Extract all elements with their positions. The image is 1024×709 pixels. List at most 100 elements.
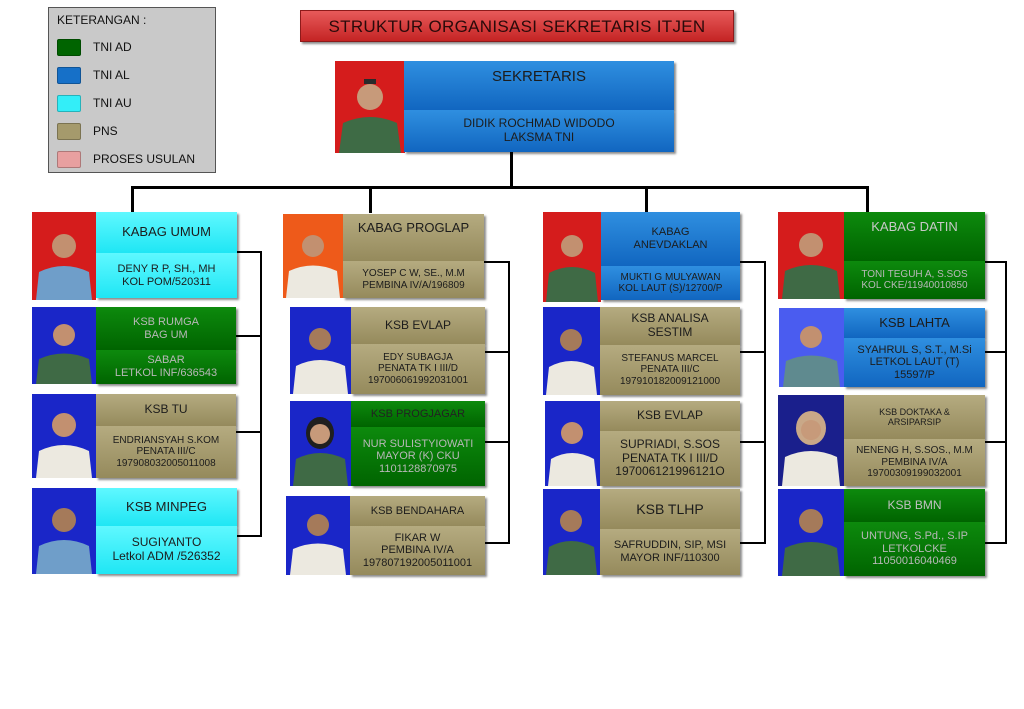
- ksb-evlap-3-nip: 197006121996121O: [615, 464, 725, 479]
- legend-label: TNI AD: [93, 40, 132, 54]
- kabag-anevdaklan-name-box: MUKTI G MULYAWAN KOL LAUT (S)/12700/P: [601, 266, 740, 300]
- ksb-bendahara-title: KSB BENDAHARA: [370, 504, 465, 517]
- ksb-evlap-2-title-box: KSB EVLAP: [351, 307, 485, 344]
- ksb-minpeg-name: SUGIYANTO: [131, 535, 202, 550]
- legend-swatch: [57, 38, 81, 56]
- connector-line: [740, 542, 765, 544]
- person-portrait-icon: [546, 510, 597, 575]
- connector-line: [508, 261, 510, 544]
- ksb-doktaka-nip: 19700309199032001: [867, 468, 962, 480]
- legend-swatch: [57, 66, 81, 84]
- ksb-bmn-rank: LETKOLCKE: [882, 542, 947, 555]
- kabag-proglap-title: KABAG PROGLAP: [357, 220, 470, 235]
- ksb-progjagar-title-box: KSB PROGJAGAR: [351, 401, 485, 427]
- ksb-lahta-nrp: 15597/P: [894, 368, 935, 381]
- connector-line: [764, 261, 766, 544]
- connector-line: [236, 335, 261, 337]
- head-name: DIDIK ROCHMAD WIDODO: [463, 116, 615, 131]
- connector-line: [866, 186, 869, 213]
- connector-line: [237, 251, 262, 253]
- legend-label: TNI AL: [93, 68, 130, 82]
- ksb-tu-photo: [32, 394, 96, 478]
- ksb-progjagar-name-box: NUR SULISTYIOWATI MAYOR (K) CKU 11011288…: [351, 427, 485, 486]
- ksb-tu-nip: 197908032005011008: [116, 457, 216, 469]
- kabag-proglap-name-box: YOSEP C W, SE., M.M PEMBINA IV/A/196809: [343, 261, 484, 298]
- ksb-bmn-photo: [778, 489, 844, 576]
- person-portrait-icon: [339, 79, 401, 153]
- kabag-anevdaklan-title: KABAG ANEVDAKLAN: [633, 226, 708, 251]
- head-rank: LAKSMA TNI: [503, 130, 575, 144]
- ksb-tu-title: KSB TU: [144, 402, 188, 417]
- person-portrait-icon: [293, 328, 348, 394]
- head-photo: [335, 61, 405, 153]
- legend-label: TNI AU: [93, 96, 132, 110]
- connector-line: [1005, 261, 1007, 544]
- ksb-rumga-photo: [32, 307, 96, 384]
- ksb-analisa-nip: 197910182009121000: [619, 375, 721, 387]
- ksb-tu-title-box: KSB TU: [96, 394, 236, 426]
- page-title: STRUKTUR ORGANISASI SEKRETARIS ITJEN: [300, 10, 734, 42]
- connector-line: [740, 261, 766, 263]
- ksb-evlap-2-photo: [290, 307, 351, 394]
- head-title: SEKRETARIS: [492, 68, 586, 85]
- ksb-evlap-3-title-box: KSB EVLAP: [600, 401, 740, 431]
- ksb-tlhp-title-box: KSB TLHP: [600, 489, 740, 529]
- person-portrait-icon: [546, 329, 597, 395]
- ksb-evlap-3-photo: [545, 401, 600, 486]
- legend-item-proses-usulan: PROSES USULAN: [57, 150, 195, 168]
- ksb-bendahara-name: FIKAR W: [394, 531, 441, 544]
- legend-swatch: [57, 94, 81, 112]
- ksb-tlhp-photo: [543, 489, 600, 575]
- kabag-umum-rank: KOL POM/520311: [122, 275, 211, 288]
- connector-line: [485, 441, 509, 443]
- ksb-lahta-title-box: KSB LAHTA: [844, 308, 985, 338]
- person-portrait-icon: [36, 324, 92, 384]
- connector-line: [985, 542, 1007, 544]
- ksb-bmn-name-box: UNTUNG, S.Pd., S.IP LETKOLCKE 1105001604…: [844, 522, 985, 576]
- ksb-lahta-name-box: SYAHRUL S, S.T., M.Si LETKOL LAUT (T) 15…: [844, 338, 985, 387]
- ksb-rumga-title-box: KSB RUMGA BAG UM: [96, 307, 236, 350]
- ksb-lahta-rank: LETKOL LAUT (T): [869, 356, 960, 369]
- person-portrait-icon: [36, 234, 92, 300]
- connector-line: [236, 535, 261, 537]
- ksb-analisa-photo: [543, 307, 600, 395]
- ksb-bendahara-rank: PEMBINA IV/A: [381, 544, 454, 557]
- kabag-datin-photo: [778, 212, 844, 299]
- kabag-datin-rank: KOL CKE/11940010850: [861, 280, 968, 291]
- person-portrait-icon: [783, 326, 840, 387]
- connector-line: [131, 186, 869, 189]
- ksb-progjagar-name: NUR SULISTYIOWATI: [362, 437, 474, 450]
- head-name-box: DIDIK ROCHMAD WIDODO LAKSMA TNI: [404, 110, 674, 152]
- ksb-rumga-name: SABAR: [147, 354, 185, 367]
- ksb-bendahara-name-box: FIKAR W PEMBINA IV/A 197807192005011001: [350, 526, 485, 575]
- ksb-rumga-title: KSB RUMGA BAG UM: [132, 315, 199, 341]
- person-portrait-icon: [782, 233, 840, 299]
- person-portrait-icon: [286, 235, 340, 298]
- connector-line: [985, 261, 1007, 263]
- ksb-evlap-2-nip: 197006061992031001: [367, 374, 469, 386]
- kabag-proglap-photo: [283, 214, 343, 298]
- legend-title: KETERANGAN :: [57, 13, 147, 27]
- connector-line: [484, 261, 510, 263]
- person-portrait-icon: [293, 417, 348, 486]
- connector-line: [645, 186, 648, 213]
- ksb-bmn-title: KSB BMN: [887, 497, 942, 512]
- ksb-doktaka-name-box: NENENG H, S.SOS., M.M PEMBINA IV/A 19700…: [844, 439, 985, 486]
- person-portrait-icon: [782, 411, 840, 486]
- kabag-umum-title-box: KABAG UMUM: [96, 212, 237, 253]
- kabag-datin-name: TONI TEGUH A, S.SOS: [861, 268, 968, 280]
- ksb-lahta-photo: [779, 308, 844, 387]
- connector-line: [985, 351, 1007, 353]
- connector-line: [985, 441, 1007, 443]
- ksb-bendahara-photo: [286, 496, 350, 575]
- ksb-rumga-name-box: SABAR LETKOL INF/636543: [96, 350, 236, 384]
- kabag-anevdaklan-photo: [543, 212, 601, 302]
- legend-item-tni-ad: TNI AD: [57, 38, 132, 56]
- legend-item-tni-au: TNI AU: [57, 94, 132, 112]
- ksb-evlap-3-name: SUPRIADI, S.SOS: [619, 436, 721, 451]
- person-portrait-icon: [36, 508, 92, 574]
- kabag-anevdaklan-title-box: KABAG ANEVDAKLAN: [601, 212, 740, 266]
- legend-swatch: [57, 150, 81, 168]
- connector-line: [236, 431, 261, 433]
- ksb-evlap-2-name-box: EDY SUBAGJA PENATA TK I III/D 1970060619…: [351, 344, 485, 394]
